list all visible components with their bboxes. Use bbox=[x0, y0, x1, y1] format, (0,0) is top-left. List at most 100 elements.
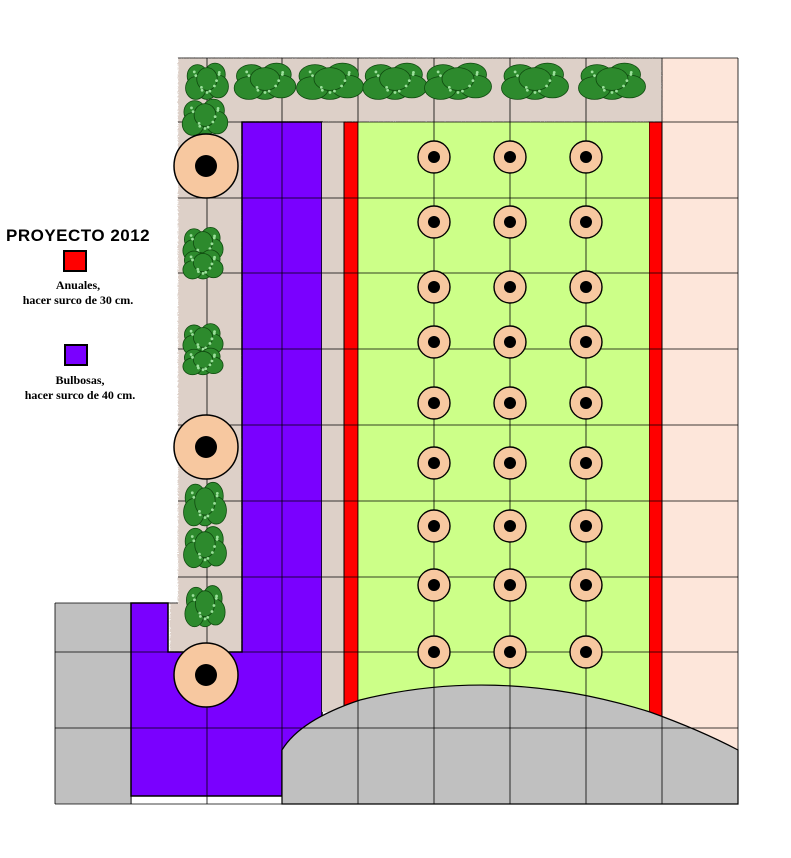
potted-plant-circle-icon bbox=[417, 635, 451, 669]
shrub-highlight bbox=[205, 91, 209, 94]
shrub-highlight bbox=[456, 91, 460, 94]
shrub-blob bbox=[193, 103, 217, 127]
shrub-highlight bbox=[213, 501, 216, 505]
shrub-highlight bbox=[191, 355, 194, 359]
shrub-highlight bbox=[213, 353, 216, 357]
shrub-highlight bbox=[216, 106, 220, 110]
pot-center bbox=[580, 520, 592, 532]
legend-swatch-bulbs bbox=[64, 344, 88, 366]
potted-plant-circle-icon bbox=[493, 325, 527, 359]
shrub-highlight bbox=[210, 337, 214, 341]
shrub-highlight bbox=[189, 234, 193, 237]
potted-plant-circle-icon bbox=[173, 642, 239, 708]
pot-center bbox=[428, 281, 440, 293]
shrub-highlight bbox=[197, 345, 200, 349]
shrub-blob bbox=[194, 590, 215, 617]
potted-plant-circle-icon bbox=[173, 133, 239, 199]
shrub-blob bbox=[313, 67, 347, 91]
pot-center bbox=[504, 457, 516, 469]
shrub-highlight bbox=[267, 89, 271, 93]
legend-label-bulbs-line2: hacer surco de 40 cm. bbox=[24, 388, 136, 402]
shrub-icon bbox=[362, 62, 428, 100]
shrub-highlight bbox=[347, 73, 351, 76]
shrub-highlight bbox=[213, 234, 216, 238]
shrub-highlight bbox=[263, 91, 267, 94]
shrub-highlight bbox=[196, 343, 200, 347]
shrub-highlight bbox=[203, 617, 207, 621]
shrub-highlight bbox=[411, 73, 415, 76]
shrub-blob bbox=[518, 67, 552, 91]
shrub-highlight bbox=[545, 84, 548, 88]
shrub-highlight bbox=[213, 330, 216, 334]
shrub-highlight bbox=[601, 85, 605, 89]
shrub-highlight bbox=[211, 120, 215, 124]
potted-plant-circle-icon bbox=[569, 325, 603, 359]
shrub-highlight bbox=[213, 545, 216, 548]
shrub-icon bbox=[181, 98, 229, 136]
shrub-highlight bbox=[191, 333, 194, 336]
potted-plant-circle-icon bbox=[569, 205, 603, 239]
shrub-highlight bbox=[629, 73, 633, 76]
shrub-icon bbox=[183, 526, 227, 569]
shrub-highlight bbox=[552, 70, 556, 74]
pot-center bbox=[580, 281, 592, 293]
shrub-highlight bbox=[198, 552, 201, 556]
shrub-highlight bbox=[206, 556, 210, 560]
shrub-highlight bbox=[198, 555, 202, 559]
shrub-highlight bbox=[190, 535, 194, 538]
shrub-highlight bbox=[208, 247, 212, 251]
shrub-highlight bbox=[191, 110, 195, 114]
shrub-highlight bbox=[199, 614, 202, 618]
potted-plant-circle-icon bbox=[569, 386, 603, 420]
shrub-highlight bbox=[198, 510, 201, 513]
neighbor-strip bbox=[662, 58, 738, 804]
shrub-highlight bbox=[189, 255, 193, 259]
shrub-highlight bbox=[210, 242, 214, 246]
shrub-highlight bbox=[308, 70, 312, 74]
potted-plant-circle-icon bbox=[569, 568, 603, 602]
shrub-highlight bbox=[208, 89, 212, 93]
shrub-highlight bbox=[197, 366, 200, 370]
shrub-highlight bbox=[436, 70, 440, 74]
potted-plant-circle-icon bbox=[569, 509, 603, 543]
shrub-highlight bbox=[513, 70, 517, 74]
shrub-highlight bbox=[281, 70, 285, 74]
pot-center bbox=[195, 436, 217, 458]
shrub-highlight bbox=[217, 70, 221, 74]
shrub-highlight bbox=[198, 611, 202, 615]
shrub-icon bbox=[183, 481, 227, 527]
shrub-highlight bbox=[215, 494, 219, 498]
shrub-highlight bbox=[201, 368, 205, 372]
shrub-highlight bbox=[212, 604, 216, 607]
shrub-highlight bbox=[198, 513, 202, 517]
shrub-highlight bbox=[593, 74, 596, 78]
shrub-highlight bbox=[192, 496, 196, 499]
shrub-highlight bbox=[255, 85, 259, 89]
shrub-highlight bbox=[210, 262, 214, 266]
pot-center bbox=[580, 216, 592, 228]
shrub-highlight bbox=[347, 70, 351, 74]
shrub-icon bbox=[182, 249, 224, 280]
pot-center bbox=[428, 336, 440, 348]
shrub-highlight bbox=[311, 74, 314, 78]
legend-title: PROYECTO 2012 bbox=[6, 226, 151, 245]
shrub-highlight bbox=[189, 353, 193, 356]
shrub-highlight bbox=[385, 85, 389, 89]
potted-plant-circle-icon bbox=[493, 205, 527, 239]
shrub-highlight bbox=[204, 270, 208, 274]
shrub-highlight bbox=[397, 89, 401, 93]
shrub-highlight bbox=[448, 88, 452, 92]
shrub-highlight bbox=[196, 364, 200, 368]
shrub-blob bbox=[379, 67, 411, 91]
shrub-highlight bbox=[629, 70, 633, 74]
shrub-blob bbox=[192, 253, 213, 273]
pot-center bbox=[504, 520, 516, 532]
shrub-highlight bbox=[343, 79, 347, 83]
shrub-highlight bbox=[213, 84, 216, 88]
shrub-highlight bbox=[407, 79, 411, 83]
potted-plant-circle-icon bbox=[493, 386, 527, 420]
shrub-icon bbox=[424, 62, 492, 100]
shrub-highlight bbox=[203, 516, 207, 519]
pot-center bbox=[504, 216, 516, 228]
